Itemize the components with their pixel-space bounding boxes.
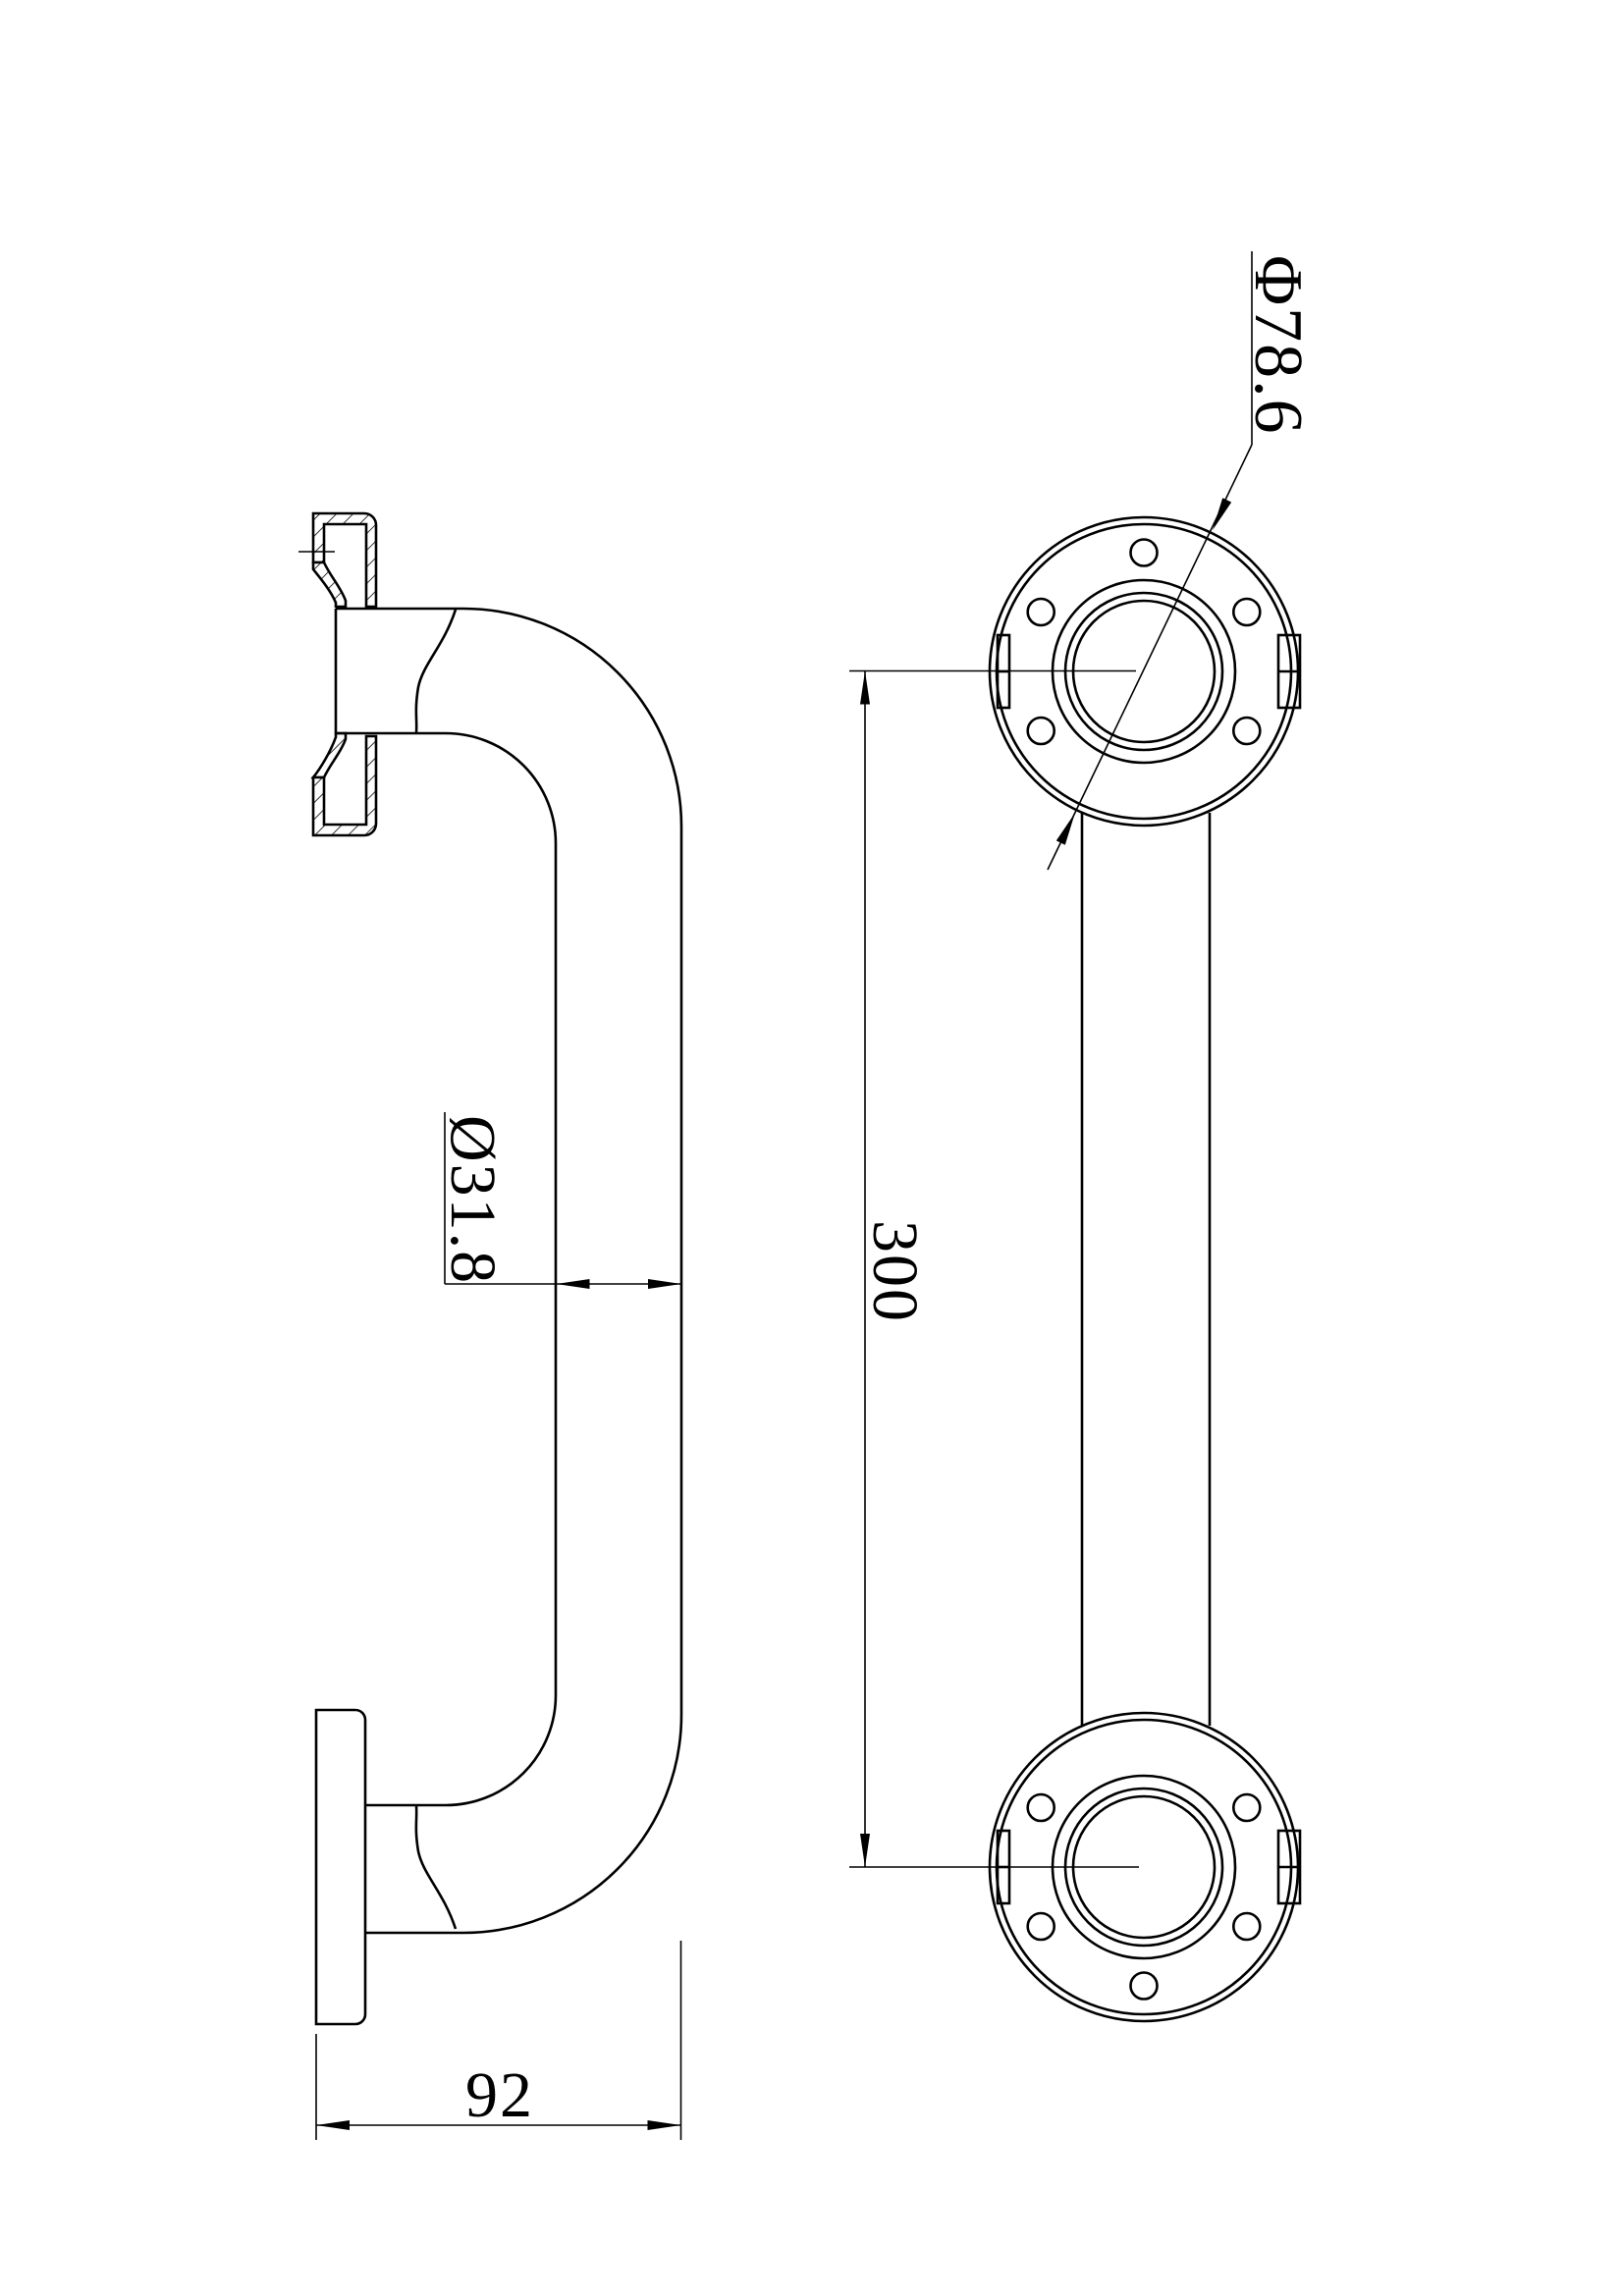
arrowhead-lower — [1055, 813, 1075, 845]
arrowhead-right — [648, 1279, 681, 1289]
section-lower-jog — [310, 731, 348, 779]
arrowhead-left — [316, 2120, 350, 2130]
side-view — [298, 511, 683, 2026]
tube-inner-contour — [365, 731, 558, 1807]
section-top-cap — [311, 511, 378, 609]
front-tube-lines — [1080, 813, 1212, 1726]
bottom-flange-screw-holes — [1026, 1792, 1262, 2001]
wall-plate-section — [298, 511, 378, 837]
top-flange-screw-holes — [1026, 538, 1262, 746]
bottom-bell-curve — [414, 1805, 458, 1930]
arrowhead-right — [647, 2120, 681, 2130]
dim-flange-diameter: Φ78.6 — [1047, 251, 1316, 871]
dim-projection: 92 — [315, 1941, 682, 2140]
center-distance-label: 300 — [859, 1220, 931, 1323]
top-mount-tube-stub — [334, 607, 463, 735]
bottom-mount — [314, 1708, 458, 2026]
handle-tube-profile — [365, 607, 683, 1935]
flange-diameter-label: Φ78.6 — [1240, 255, 1316, 436]
section-upper-jog — [311, 561, 348, 609]
front-view — [988, 515, 1302, 2023]
tube-diameter-label: Ø31.8 — [437, 1115, 509, 1285]
dim-tube-diameter: Ø31.8 — [437, 1112, 681, 1289]
arrowhead-up — [860, 670, 870, 705]
arrowhead-left — [556, 1279, 590, 1289]
bottom-wall-plate — [314, 1708, 367, 2026]
dim-center-distance: 300 — [859, 670, 931, 1867]
flange-centerlines — [849, 669, 1139, 1868]
tube-outer-contour — [365, 607, 683, 1935]
arrowhead-down — [860, 1834, 870, 1867]
projection-label: 92 — [465, 2059, 534, 2131]
top-bell-curve — [414, 609, 458, 733]
section-bottom-cap — [311, 734, 378, 837]
arrowhead-upper — [1213, 498, 1232, 530]
